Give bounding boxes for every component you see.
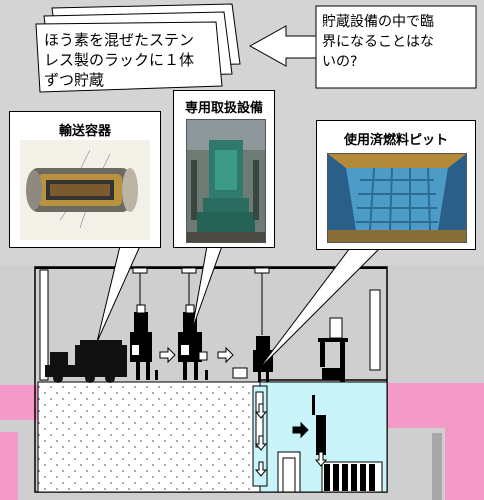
storage-note-text: ほう素を混ぜたステン レス製のラックに１体 ずつ貯蔵 <box>44 30 222 90</box>
handling-equipment-photo <box>186 119 266 243</box>
flow-arrows <box>159 346 328 477</box>
question-callout <box>248 5 477 89</box>
pool-panel-title: 使用済燃料ピット <box>343 133 448 148</box>
spent-fuel-pool-photo <box>327 153 467 243</box>
cask-panel: 輸送容器 <box>9 111 161 248</box>
pool-panel: 使用済燃料ピット <box>316 120 476 250</box>
transport-truck <box>45 340 127 383</box>
handling-machine-2 <box>178 304 208 380</box>
note-stack <box>35 3 241 93</box>
handling-panel-title: 専用取扱設備 <box>184 101 263 116</box>
pink-wall-left <box>0 385 38 500</box>
handling-panel: 専用取扱設備 <box>173 90 275 248</box>
question-line-3: いの? <box>322 54 358 70</box>
handling-machine-3 <box>253 336 273 382</box>
storage-note-line-3: ずつ貯蔵 <box>44 71 105 89</box>
ceiling-hoists <box>132 267 270 335</box>
right-column <box>369 289 381 371</box>
question-line-1: 貯蔵設備の中で臨 <box>322 14 434 30</box>
cask-panel-title: 輸送容器 <box>58 124 111 139</box>
pool-crane <box>318 317 348 382</box>
cask-cutaway-image <box>20 140 150 240</box>
question-line-2: 界になることはな <box>322 34 434 50</box>
concrete-floor <box>37 381 261 493</box>
storage-note-line-1: ほう素を混ぜたステン <box>44 31 195 49</box>
handling-machine-1 <box>130 304 152 380</box>
question-text: 貯蔵設備の中で臨 界になることはな いの? <box>322 12 472 72</box>
fuel-assembly <box>316 415 326 455</box>
crane-column <box>39 269 49 381</box>
pink-wall-right <box>387 383 484 500</box>
storage-racks <box>321 461 383 493</box>
storage-note-line-2: レス製のラックに１体 <box>44 51 195 69</box>
